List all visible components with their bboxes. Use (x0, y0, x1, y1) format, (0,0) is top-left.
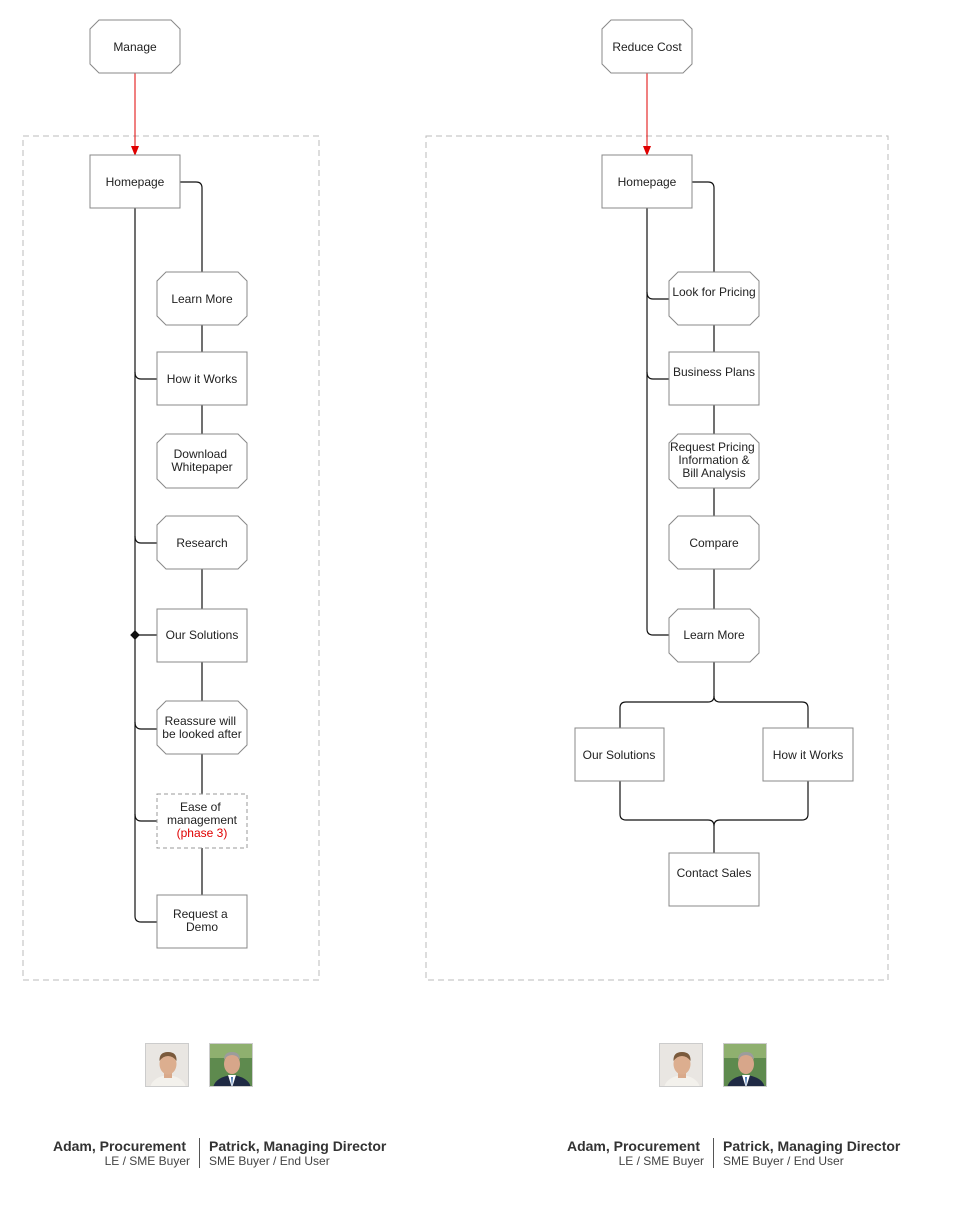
step-contact-sales[interactable]: Contact Sales (668, 852, 760, 907)
step-ease-of-management[interactable]: Ease of management (phase 3) (156, 793, 248, 849)
persona-role-patrick-left: SME Buyer / End User (209, 1154, 330, 1168)
start-node-left-label: Manage (113, 40, 157, 54)
connectors-right (619, 181, 809, 853)
step-our-solutions-left[interactable]: Our Solutions (156, 608, 248, 663)
phase-annotation: (phase 3) (177, 826, 228, 840)
step-how-it-works-left-label: How it Works (167, 372, 237, 386)
step-research-label: Research (176, 536, 227, 550)
avatar-adam-right (659, 1043, 703, 1087)
persona-name-patrick-left: Patrick, Managing Director (209, 1138, 387, 1154)
step-business-plans[interactable]: Business Plans (668, 351, 760, 406)
step-reassure[interactable]: Reassure will be looked after (156, 700, 248, 755)
step-look-for-pricing[interactable]: Look for Pricing (668, 271, 760, 326)
persona-role-adam-right: LE / SME Buyer (618, 1154, 704, 1168)
node-label-line: Bill Analysis (682, 466, 745, 480)
person-photo-icon (724, 1044, 766, 1086)
step-request-pricing-label: Request Pricing Information &Bill Analys… (670, 440, 758, 480)
homepage-node-left[interactable]: Homepage (89, 154, 181, 209)
step-how-it-works-left[interactable]: How it Works (156, 351, 248, 406)
step-learn-more-left[interactable]: Learn More (156, 271, 248, 326)
avatar-adam-left (145, 1043, 189, 1087)
step-our-solutions-left-label: Our Solutions (166, 628, 239, 642)
step-our-solutions-right-label: Our Solutions (583, 748, 656, 762)
persona-name-adam-right: Adam, Procurement (566, 1138, 700, 1154)
step-learn-more-right-label: Learn More (683, 628, 745, 642)
step-learn-more-right[interactable]: Learn More (668, 608, 760, 663)
persona-role-patrick-right: SME Buyer / End User (723, 1154, 844, 1168)
avatar-patrick-left (209, 1043, 253, 1087)
step-compare-label: Compare (689, 536, 739, 550)
step-learn-more-left-label: Learn More (171, 292, 233, 306)
start-node-left[interactable]: Manage (89, 19, 181, 74)
step-reassure-label: Reassure will be looked after (162, 714, 241, 741)
start-node-right[interactable]: Reduce Cost (601, 19, 693, 74)
step-ease-of-management-label: Ease of management (167, 800, 238, 827)
avatar-patrick-right (723, 1043, 767, 1087)
homepage-node-right[interactable]: Homepage (601, 154, 693, 209)
step-our-solutions-right[interactable]: Our Solutions (574, 727, 665, 782)
flow-diagram: Manage Homepage Learn More How it Works … (22, 19, 889, 981)
step-request-demo[interactable]: Request a Demo (156, 894, 248, 949)
step-download-whitepaper-label: Download Whitepaper (171, 447, 232, 474)
node-label-line: Information & (678, 453, 749, 467)
persona-name-patrick-right: Patrick, Managing Director (723, 1138, 901, 1154)
node-label-line: Whitepaper (171, 460, 232, 474)
homepage-node-right-label: Homepage (618, 175, 677, 189)
persona-divider-right (713, 1138, 714, 1168)
step-look-for-pricing-label: Look for Pricing (672, 285, 755, 299)
step-request-pricing[interactable]: Request Pricing Information &Bill Analys… (668, 433, 760, 489)
node-label-line: Demo (186, 920, 218, 934)
step-request-demo-label: Request a Demo (173, 907, 231, 934)
node-label-line: be looked after (162, 727, 241, 741)
flow-container-right (425, 135, 889, 981)
step-download-whitepaper[interactable]: Download Whitepaper (156, 433, 248, 489)
step-compare[interactable]: Compare (668, 515, 760, 570)
persona-divider-left (199, 1138, 200, 1168)
person-photo-icon (146, 1044, 188, 1086)
step-contact-sales-label: Contact Sales (677, 866, 752, 880)
persona-name-adam-left: Adam, Procurement (52, 1138, 186, 1154)
step-how-it-works-right-label: How it Works (773, 748, 843, 762)
person-photo-icon (660, 1044, 702, 1086)
step-how-it-works-right[interactable]: How it Works (762, 727, 854, 782)
start-node-right-label: Reduce Cost (612, 40, 682, 54)
node-label-line: management (167, 813, 238, 827)
homepage-node-left-label: Homepage (106, 175, 165, 189)
persona-role-adam-left: LE / SME Buyer (104, 1154, 190, 1168)
person-photo-icon (210, 1044, 252, 1086)
connectors-left (130, 181, 203, 923)
step-business-plans-label: Business Plans (673, 365, 755, 379)
step-research[interactable]: Research (156, 515, 248, 570)
